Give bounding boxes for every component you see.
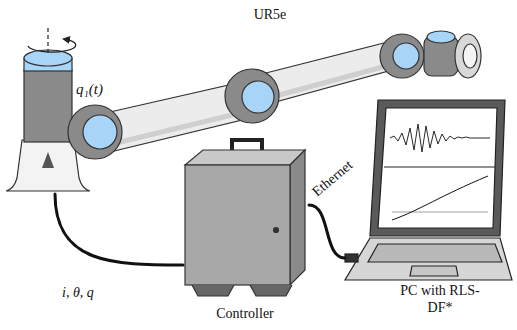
laptop-display — [378, 108, 497, 228]
plot-axis — [392, 212, 488, 213]
node-label: PC with RLS-DF* — [395, 282, 485, 316]
cable-plug — [345, 254, 358, 262]
cable — [309, 205, 345, 258]
controller-foot — [192, 285, 234, 296]
wrist-cap-2 — [427, 31, 455, 43]
node-area: Controller — [183, 135, 309, 327]
elbow-joint — [225, 69, 279, 123]
controller-front — [185, 165, 290, 285]
tool-flange-inner — [463, 44, 477, 68]
waveform-plot — [390, 124, 490, 152]
wrist-cap-1 — [393, 43, 419, 69]
controller-top — [185, 150, 305, 165]
pedestal-mark — [42, 152, 54, 168]
label-holder: i, θ, q — [62, 283, 94, 301]
rotation-arrow — [28, 39, 76, 52]
cable-label: i, θ, q — [62, 285, 94, 300]
shoulder-joint — [68, 105, 122, 159]
tool-flange — [455, 34, 481, 78]
laptop-keyboard — [368, 244, 502, 262]
laptop-touchpad — [410, 266, 458, 276]
elbow-cap — [242, 81, 274, 113]
controller-foot — [250, 285, 292, 296]
laptop-screen — [370, 100, 505, 236]
shoulder-cap — [83, 115, 117, 149]
controller-box — [185, 140, 305, 296]
laptop — [345, 100, 512, 280]
wrist-joint-1 — [380, 34, 424, 78]
laptop-base — [345, 238, 512, 280]
upper-arm — [110, 82, 242, 152]
controller-side — [290, 150, 305, 285]
cable-label: Ethernet — [309, 157, 355, 199]
controller-keyhole — [274, 228, 279, 233]
node-area: UR5e — [8, 4, 498, 194]
cable — [55, 194, 183, 265]
node-label: UR5e — [230, 6, 310, 23]
base-joint — [24, 70, 72, 142]
node-label: Controller — [183, 305, 307, 322]
display-divider — [384, 167, 495, 168]
label-holder: q₁(t) — [76, 80, 103, 98]
upper-arm-shade — [112, 113, 240, 144]
curve-plot — [392, 176, 488, 220]
node-area: PC with RLS-DF* — [345, 98, 513, 322]
forearm — [262, 42, 392, 104]
label-holder: Ethernet — [308, 156, 356, 200]
joint-angle-label: q₁(t) — [76, 81, 103, 97]
forearm-shade — [268, 65, 390, 98]
